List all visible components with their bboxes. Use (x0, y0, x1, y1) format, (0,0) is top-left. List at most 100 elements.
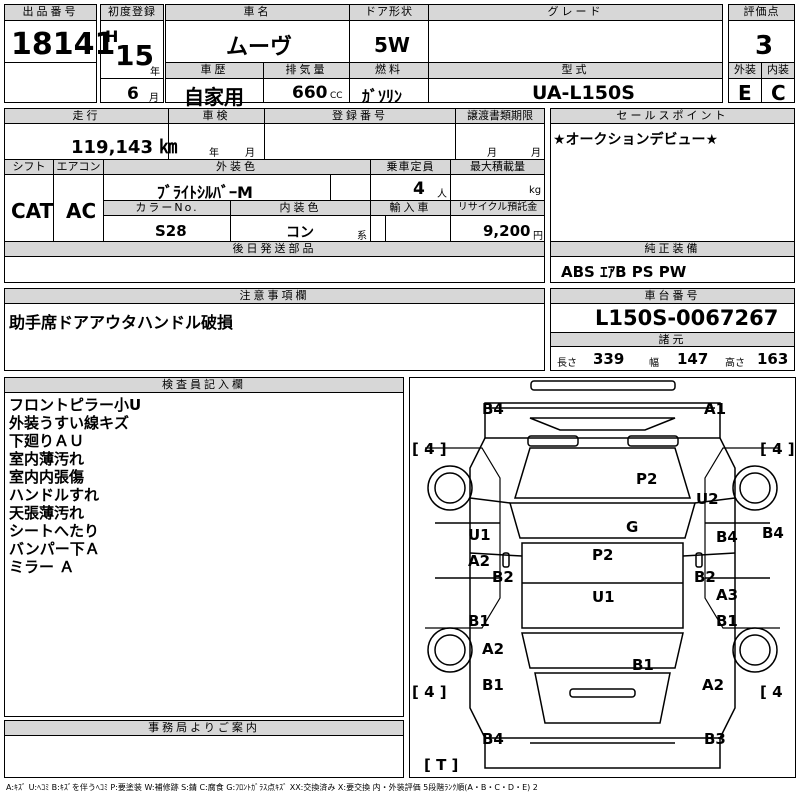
tire-rear-right: [ 4 (760, 683, 783, 701)
later-parts-label: 後日発送部品 (5, 242, 544, 257)
equipment-box: 純正装備 ABS ｴｱB PS PW (550, 241, 795, 283)
inspector-item: 外装うすい線キズ (9, 414, 130, 432)
car-diagram: [ 4 ] [ 4 ] [ 4 ] [ 4 [ T ] B4 A1 P2 U2 … (409, 377, 796, 778)
inspector-item: フロントピラー小U (9, 396, 142, 414)
height: 163 (757, 350, 789, 368)
recycle-unit: 円 (533, 231, 543, 242)
reg-year: 15 (115, 39, 154, 72)
displacement-unit: CC (330, 91, 343, 101)
car-info-box: 車名 ドア形状 グレード ムーヴ 5W 車歴 排気量 燃料 型式 自家用 660… (165, 4, 723, 109)
sales-point-text: ★オークションデビュー★ (553, 132, 719, 148)
width: 147 (677, 350, 709, 368)
mark-right-fender: U2 (696, 490, 719, 508)
office-box: 事務局よりご案内 (4, 720, 404, 778)
spare-tire: [ T ] (424, 756, 459, 774)
sales-point-label: セールスポイント (551, 109, 794, 124)
mark-rear-left: B4 (482, 730, 504, 748)
legend-text: A:ｷｽﾞ U:ﾍｺﾐ B:ｷｽﾞを伴うﾍｺﾐ P:要塗装 W:補修跡 S:錆 … (6, 783, 538, 792)
year-unit: 年 (150, 67, 160, 78)
month-unit: 月 (149, 93, 159, 104)
exterior-grade: E (738, 81, 752, 105)
door-label: ドア形状 (350, 5, 428, 21)
notes-label: 注意事項欄 (5, 289, 544, 304)
history-label: 車歴 (166, 63, 263, 79)
mark-left-a2: A2 (468, 552, 491, 570)
mark-trunk-b1: B1 (632, 656, 654, 674)
length-label: 長さ (557, 358, 577, 369)
equipment-label: 純正装備 (551, 242, 794, 257)
width-label: 幅 (649, 358, 659, 369)
transfer-day-unit: 月 (531, 148, 541, 159)
reg-no-label: 登録番号 (265, 109, 455, 124)
chassis-label: 車台番号 (551, 289, 794, 304)
interior-label: 内装 (762, 63, 794, 79)
inspector-list: フロントピラー小U 外装うすい線キズ 下廻りＡＵ 室内薄汚れ 室内内張傷 ハンド… (9, 396, 141, 576)
sales-point-box: セールスポイント ★オークションデビュー★ (550, 108, 795, 242)
tire-front-right: [ 4 ] (760, 440, 795, 458)
length: 339 (593, 350, 625, 368)
car-name-label: 車名 (166, 5, 349, 21)
ac: AC (66, 199, 97, 223)
inspector-item: ハンドルすれ (9, 486, 100, 504)
int-color-label: 内装色 (231, 201, 370, 216)
equipment-text: ABS ｴｱB PS PW (561, 263, 687, 281)
inspector-item: 室内内張傷 (9, 468, 85, 486)
mark-right-b1: B1 (716, 612, 738, 630)
inspector-item: ミラー Ａ (9, 558, 75, 576)
details-box: 走行 車検 登録番号 譲渡書類期限 119,143 ㎞ 年 月 月 月 シフト … (4, 108, 545, 242)
mark-roof-p2: P2 (592, 546, 614, 564)
inspector-item: 天張薄汚れ (9, 504, 85, 522)
inspector-item: 下廻りＡＵ (9, 432, 85, 450)
inspector-item: シートへたり (9, 522, 100, 540)
mark-roof-u1: U1 (592, 588, 615, 606)
seats-label: 乗車定員 (371, 160, 450, 175)
inspection-year-unit: 年 (209, 148, 219, 159)
reg-month: 6 (127, 84, 139, 104)
inspection-month-unit: 月 (245, 148, 255, 159)
mileage-label: 走行 (5, 109, 168, 124)
later-parts-box: 後日発送部品 (4, 241, 545, 283)
exterior-color: ﾌﾞﾗｲﾄｼﾙﾊﾞｰM (157, 183, 253, 202)
mark-left-rear-a2: A2 (482, 640, 505, 658)
interior-grade: C (771, 81, 786, 105)
fuel: ｶﾞｿﾘﾝ (362, 87, 403, 106)
car-name: ムーヴ (226, 35, 293, 60)
color-label: 外装色 (104, 160, 370, 175)
mark-front-left: B4 (482, 400, 504, 418)
import-label: 輸入車 (371, 201, 450, 216)
mark-rear-right: B3 (704, 730, 726, 748)
mark-right-b2: B2 (694, 568, 716, 586)
mark-front-right: A1 (704, 400, 727, 418)
exterior-label: 外装 (729, 63, 761, 79)
notes-box: 注意事項欄 助手席ドアアウタハンドル破損 (4, 288, 545, 371)
mark-right-rear-a2: A2 (702, 676, 725, 694)
door-type: 5W (374, 33, 410, 57)
shift-label: シフト (5, 160, 53, 175)
inspector-box: 検査員記入欄 フロントピラー小U 外装うすい線キズ 下廻りＡＵ 室内薄汚れ 室内… (4, 377, 404, 717)
height-label: 高さ (725, 358, 745, 369)
displacement: 660 (292, 83, 328, 103)
mark-left-b1: B1 (468, 612, 490, 630)
tire-rear-left: [ 4 ] (412, 683, 447, 701)
mark-left-rear-b1: B1 (482, 676, 504, 694)
office-label: 事務局よりご案内 (5, 721, 403, 736)
first-reg-box: 初度登録 H 15 年 6 月 (100, 4, 164, 104)
dims-label: 諸元 (551, 333, 794, 347)
mark-windshield: G (626, 518, 639, 536)
seats: 4 (413, 179, 425, 199)
chassis-number: L150S-0067267 (595, 306, 779, 330)
inspector-item: 室内薄汚れ (9, 450, 85, 468)
lot-box: 出品番号 18141 (4, 4, 115, 103)
transfer-month-unit: 月 (487, 148, 497, 159)
chassis-box: 車台番号 L150S-0067267 諸元 長さ 339 幅 147 高さ 16… (550, 288, 795, 371)
inspector-item: バンパー下Ａ (9, 540, 100, 558)
mark-hood: P2 (636, 470, 658, 488)
model: UA-L150S (532, 82, 635, 104)
first-reg-label: 初度登録 (101, 5, 163, 21)
score: 3 (755, 31, 774, 61)
shift: CAT (11, 199, 54, 223)
fuel-label: 燃料 (350, 63, 428, 79)
mark-right-b4: B4 (716, 528, 738, 546)
mark-far-right-b4: B4 (762, 524, 784, 542)
score-label: 評価点 (729, 5, 794, 21)
